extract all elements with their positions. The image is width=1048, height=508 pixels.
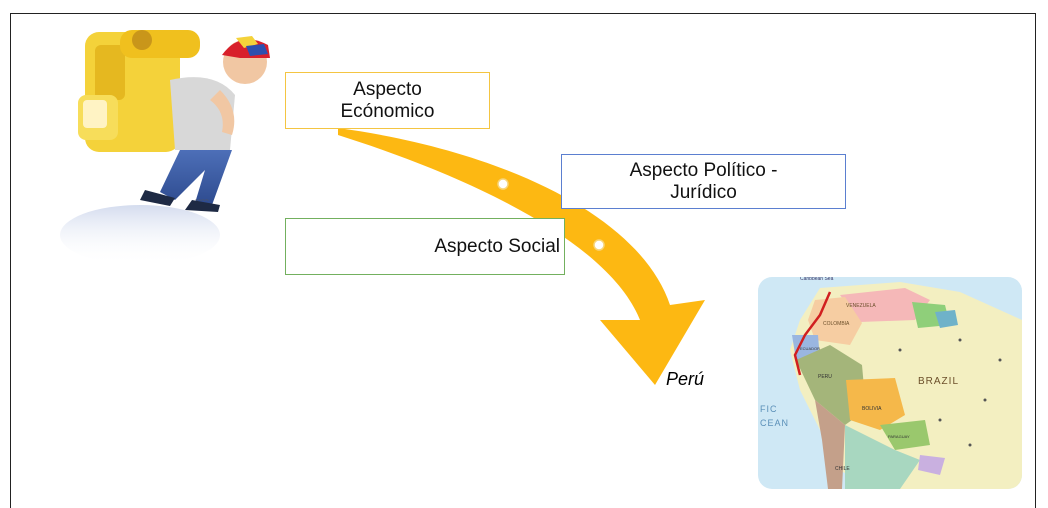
south-america-map: BRAZIL VENEZUELA COLOMBIA ECUADOR PERU B… — [758, 276, 1022, 489]
slide-frame — [10, 13, 1036, 508]
social-aspect-box: Aspecto Social — [285, 218, 565, 275]
map-label-venezuela: VENEZUELA — [846, 303, 876, 309]
map-label-bolivia: BOLIVIA — [862, 406, 882, 412]
arrow-dot-1 — [497, 178, 509, 190]
map-label-ecuador: ECUADOR — [800, 346, 820, 351]
arrow-dot-2 — [593, 239, 605, 251]
destination-label: Perú — [666, 369, 705, 389]
map-label-colombia: COLOMBIA — [823, 321, 850, 327]
map-label-chile: CHILE — [835, 466, 850, 472]
map-label-ocean-2: CEAN — [760, 418, 789, 428]
map-label-peru: PERU — [818, 374, 832, 380]
map-label-ocean-1: FIC — [760, 404, 778, 414]
political-legal-aspect-box: Aspecto Político - Jurídico — [561, 154, 846, 209]
curved-arrow — [338, 128, 705, 385]
traveler-illustration: ~~~~ — [60, 30, 270, 265]
economic-aspect-box: Aspecto Ecónomico — [285, 72, 490, 129]
map-label-paraguay: PARAGUAY — [888, 434, 910, 439]
map-label-caribbean: Caribbean Sea — [800, 276, 834, 282]
svg-text:~~~~: ~~~~ — [195, 198, 210, 204]
map-label-brazil: BRAZIL — [918, 376, 959, 387]
